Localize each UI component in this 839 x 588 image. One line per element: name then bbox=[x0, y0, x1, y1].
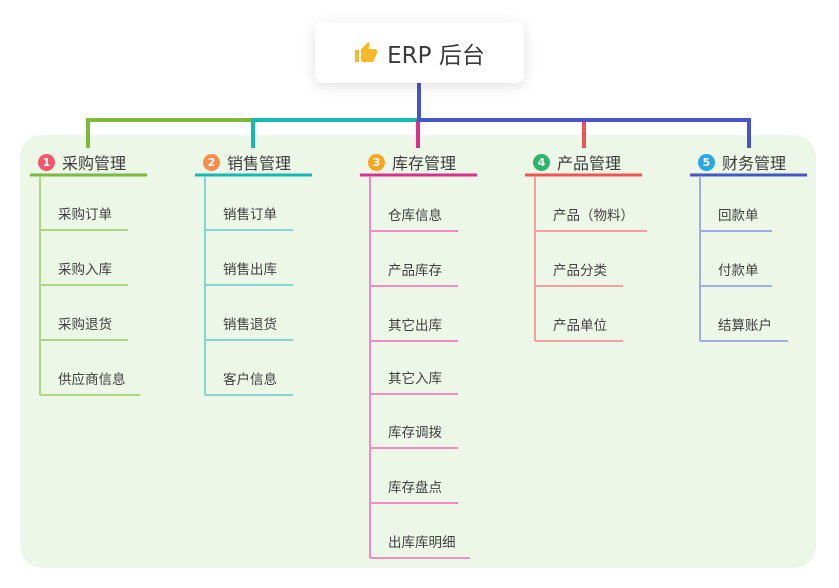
branch-item-node[interactable]: 回款单 bbox=[718, 208, 759, 224]
branch-item-node[interactable]: 库存盘点 bbox=[388, 480, 442, 496]
branch-item-node[interactable]: 其它出库 bbox=[388, 318, 442, 334]
branch-label: 采购管理 bbox=[62, 154, 127, 173]
branch-header-caiwu[interactable]: 5 财务管理 bbox=[698, 150, 786, 174]
thumbs-up-icon bbox=[355, 41, 378, 62]
branch-item-node[interactable]: 供应商信息 bbox=[58, 372, 126, 388]
branch-item-node[interactable]: 客户信息 bbox=[223, 372, 277, 388]
branch-item-node[interactable]: 结算账户 bbox=[718, 318, 772, 334]
branch-header-xiaoshou[interactable]: 2 销售管理 bbox=[203, 150, 291, 174]
branch-item-node[interactable]: 销售退货 bbox=[223, 317, 277, 333]
branch-item-node[interactable]: 采购订单 bbox=[58, 207, 112, 223]
branch-item-node[interactable]: 产品分类 bbox=[553, 263, 607, 279]
branch-badge: 1 bbox=[38, 153, 55, 171]
branch-label: 财务管理 bbox=[722, 154, 787, 173]
branch-header-chanpin[interactable]: 4 产品管理 bbox=[533, 150, 621, 174]
branch-item-node[interactable]: 产品单位 bbox=[553, 318, 607, 334]
branch-item-node[interactable]: 产品库存 bbox=[388, 263, 442, 279]
root-node[interactable]: ERP 后台 bbox=[315, 22, 524, 83]
branch-item-node[interactable]: 付款单 bbox=[718, 263, 759, 279]
branch-item-node[interactable]: 产品（物料） bbox=[553, 208, 634, 224]
rail-branch-5 bbox=[419, 118, 751, 148]
branch-item-node[interactable]: 销售出库 bbox=[223, 262, 277, 278]
rail-branch-4 bbox=[419, 118, 586, 148]
branch-item-node[interactable]: 采购入库 bbox=[58, 262, 112, 278]
branch-item-node[interactable]: 销售订单 bbox=[223, 207, 277, 223]
branch-item-node[interactable]: 采购退货 bbox=[58, 317, 112, 333]
branch-item-node[interactable]: 其它入库 bbox=[388, 371, 442, 387]
branch-label: 销售管理 bbox=[227, 154, 292, 173]
branch-badge: 4 bbox=[533, 153, 550, 171]
rail-branch-2 bbox=[251, 118, 419, 148]
branch-badge: 5 bbox=[698, 153, 715, 171]
branch-header-kucun[interactable]: 3 库存管理 bbox=[368, 150, 456, 174]
branch-item-node[interactable]: 出库库明细 bbox=[388, 535, 456, 551]
branch-item-node[interactable]: 库存调拨 bbox=[388, 425, 442, 441]
branch-label: 库存管理 bbox=[392, 154, 457, 173]
branch-badge: 2 bbox=[203, 153, 220, 171]
root-node-label: ERP 后台 bbox=[387, 42, 485, 69]
branch-header-caigou[interactable]: 1 采购管理 bbox=[38, 150, 126, 174]
branch-badge: 3 bbox=[368, 153, 385, 171]
branch-item-node[interactable]: 仓库信息 bbox=[388, 208, 442, 224]
branch-label: 产品管理 bbox=[557, 154, 622, 173]
mindmap-canvas bbox=[20, 135, 816, 568]
